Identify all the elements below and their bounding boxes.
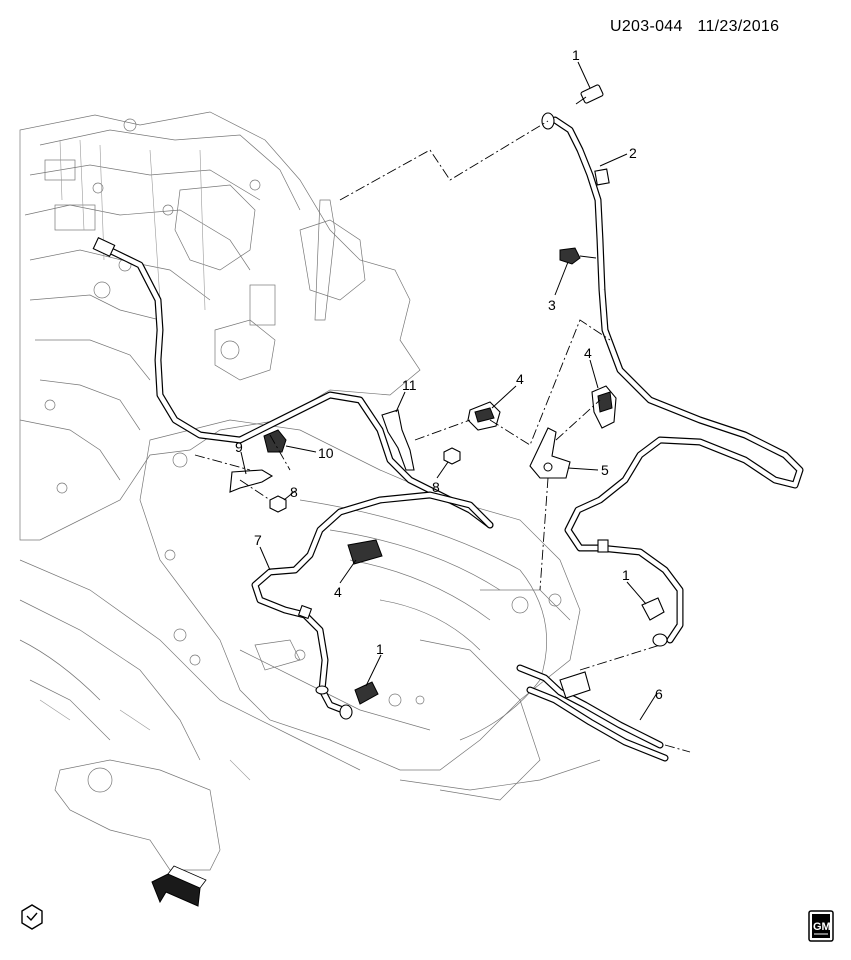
diagram-code: U203-044 11/23/2016 [610, 18, 779, 36]
gm-logo: GM [808, 910, 834, 942]
hose-2-upper-fitting [541, 112, 610, 186]
part-10-clip [263, 429, 287, 453]
callout-9: 9 [235, 439, 243, 455]
transmission-illustration [139, 419, 581, 801]
callout-10: 10 [318, 445, 334, 461]
frame-illustration [19, 559, 601, 871]
service-symbol-icon [21, 904, 43, 930]
callout-8-right: 8 [432, 479, 440, 495]
part-11-bracket [381, 409, 415, 471]
part-4-bracket-right [591, 385, 617, 429]
callout-8-left: 8 [290, 484, 298, 500]
gm-logo-text: GM [813, 921, 831, 933]
callout-3: 3 [548, 297, 556, 313]
callout-1-top: 1 [572, 47, 580, 63]
callout-1-lower: 1 [376, 641, 384, 657]
part-8-nut-left [269, 495, 287, 513]
part-3-clip [559, 247, 597, 265]
part-5-bracket [529, 427, 571, 479]
part-8-nut-right [443, 447, 461, 465]
callout-5: 5 [601, 462, 609, 478]
callout-4-lower: 4 [334, 584, 342, 600]
callout-7: 7 [254, 532, 262, 548]
callout-numbers: 1 2 3 4 4 5 1 6 7 4 1 9 10 8 11 8 [235, 47, 663, 702]
callout-2: 2 [629, 145, 637, 161]
part-9-bracket [229, 469, 274, 493]
callout-4-mid: 4 [516, 371, 524, 387]
front-direction-arrow: FRT [151, 865, 207, 913]
part-1-clip-right [641, 597, 665, 621]
hose-7 [251, 491, 494, 716]
callout-4-right: 4 [584, 345, 592, 361]
callout-6: 6 [655, 686, 663, 702]
center-lines [194, 120, 691, 753]
part-1-fitting-top [575, 84, 604, 105]
diagram-id: U203-044 [610, 18, 683, 35]
part-4-bracket-mid [467, 401, 501, 431]
engine-block-illustration [19, 111, 421, 541]
callout-11: 11 [402, 377, 417, 393]
hose-end-fittings [92, 237, 668, 720]
hose-2 [551, 116, 804, 644]
callout-leaders [240, 61, 658, 721]
cooler-hoses [101, 116, 804, 762]
part-4-bracket-lower [347, 539, 383, 565]
diagram-date: 11/23/2016 [697, 18, 780, 35]
callout-1-right: 1 [622, 567, 630, 583]
